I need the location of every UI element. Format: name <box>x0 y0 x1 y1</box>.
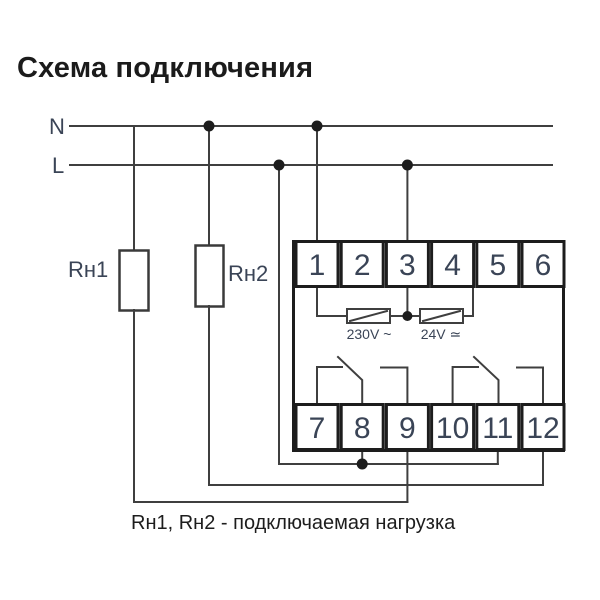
supply24-right-wire <box>462 287 474 317</box>
device-supply-feeds <box>316 125 409 242</box>
terminal-box-9 <box>384 403 430 451</box>
line-feed-branch <box>278 164 499 465</box>
contact1-fixed-arm <box>316 366 343 406</box>
terminal-box-5 <box>475 240 521 288</box>
load2-branch: Rн2 <box>194 125 544 486</box>
junction-dots <box>203 120 413 470</box>
n-bus-label: N <box>49 114 65 139</box>
terminal-box-12 <box>520 403 566 451</box>
terminal-number-5: 5 <box>489 249 506 282</box>
contact2-blade <box>472 355 500 406</box>
bottom-terminal-row: 7 8 9 10 11 12 <box>294 403 566 451</box>
terminal-box-4 <box>430 240 476 288</box>
junction-dot-supply-mid <box>402 311 413 321</box>
load2-resistor <box>194 244 225 308</box>
load1-label: Rн1 <box>68 257 108 282</box>
junction-dot-l-terminal3 <box>401 159 413 171</box>
supply230-label: 230V ~ <box>347 326 392 342</box>
supply24-slash <box>421 309 462 323</box>
l-bus-label: L <box>52 153 64 178</box>
junction-dot-n-terminal1 <box>311 120 323 132</box>
terminal-number-11: 11 <box>482 412 513 445</box>
terminal-box-6 <box>520 240 566 288</box>
terminal-number-2: 2 <box>354 249 371 282</box>
junction-dot-terminal8 <box>356 458 368 470</box>
terminal-box-2 <box>339 240 385 288</box>
supply230-left-wire <box>316 286 348 317</box>
junction-dot-l-drop <box>273 159 285 171</box>
junction-dot-n-load2 <box>203 120 215 132</box>
top-terminal-row: 1 2 3 4 5 6 <box>294 240 566 288</box>
terminal-box-3 <box>384 240 430 288</box>
terminal-box-8 <box>339 403 385 451</box>
terminal-number-10: 10 <box>436 412 469 445</box>
supply230-slash <box>348 309 389 323</box>
relay-contact-1 <box>316 355 409 406</box>
terminal-box-7 <box>294 403 340 451</box>
internal-supply-circuit: 230V ~ 24V ≃ <box>316 286 474 342</box>
relay-contact-2 <box>451 355 544 406</box>
terminal-number-6: 6 <box>535 249 552 282</box>
contact1-throw-arm <box>380 366 409 406</box>
contact2-throw-arm <box>516 366 544 406</box>
terminal-number-4: 4 <box>444 249 461 282</box>
terminal-box-10 <box>430 403 476 451</box>
supply24-label: 24V ≃ <box>421 326 462 342</box>
terminal-number-8: 8 <box>354 412 371 445</box>
terminal-number-1: 1 <box>309 249 326 282</box>
terminal-number-12: 12 <box>526 412 559 445</box>
power-buses: N L <box>49 114 553 178</box>
terminal-box-1 <box>294 240 340 288</box>
load1-resistor <box>118 249 150 312</box>
contact2-fixed-arm <box>451 366 479 406</box>
load2-label: Rн2 <box>228 261 268 286</box>
page-title: Схема подключения <box>17 52 314 84</box>
terminal-number-7: 7 <box>309 412 326 445</box>
diagram-caption: Rн1, Rн2 - подключаемая нагрузка <box>131 512 456 534</box>
terminal-box-11 <box>475 403 521 451</box>
contact1-blade <box>336 355 364 406</box>
terminal-number-9: 9 <box>399 412 416 445</box>
terminal-number-3: 3 <box>399 249 416 282</box>
load1-branch: Rн1 <box>68 125 409 503</box>
